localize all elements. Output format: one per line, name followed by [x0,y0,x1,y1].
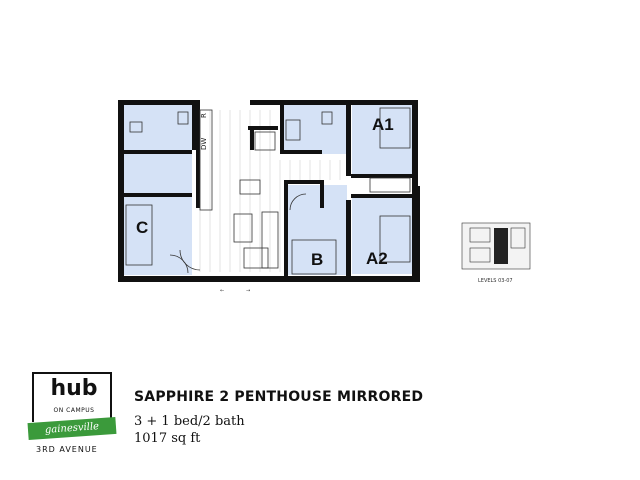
unit-beds-baths: 3 + 1 bed/2 bath [134,414,245,429]
floor-plan-diagram: ← → R DW A1 A2 B C LEVELS 03-07 [118,100,531,294]
door-swing-c [169,254,189,274]
logo-tagline: ON CAMPUS [53,407,95,414]
hub-logo: hub ON CAMPUS gainesville 3RD AVENUE [27,372,120,454]
walls [118,100,420,282]
sink-left [129,121,143,133]
room-label-a1: A1 [372,115,394,134]
oven [254,131,276,151]
logo-wordmark: hub [50,376,98,401]
kitchen-counter [199,109,213,211]
unit-area: 1017 sq ft [134,431,201,446]
arrow-left-icon: ← [220,288,224,294]
bed-a1 [379,107,411,149]
logo-frame: hub ON CAMPUS [32,372,112,422]
bedroom-b-fill [285,185,347,275]
refrigerator-label: R [200,113,208,118]
logo-street: 3RD AVENUE [36,445,98,454]
dishwasher-label: DW [200,138,208,150]
wardrobe-a1 [369,177,411,193]
bedroom-a2-fill [352,196,414,274]
door-swing-b [289,193,307,211]
sofa [261,211,279,269]
furniture [125,107,411,275]
room-label-a2: A2 [366,249,388,268]
bathroom-left-fill [126,104,190,152]
room-label-b: B [311,250,323,269]
tv-console [243,247,269,269]
toilet-right [321,111,333,125]
tub-right [285,119,301,141]
bed-c [125,204,153,266]
bed-a2 [379,215,411,263]
unit-name: SAPPHIRE 2 PENTHOUSE MIRRORED [134,389,424,405]
bedroom-a1-fill [352,104,414,176]
dining-table [239,179,261,195]
key-plan: LEVELS 03-07 [461,222,531,284]
bathroom-right-fill [283,104,349,154]
coffee-table [233,213,253,243]
room-label-c: C [136,218,148,237]
key-plan-levels: LEVELS 03-07 [478,278,513,284]
toilet-left [177,111,189,125]
bed-b [291,239,337,275]
arrow-right-icon: → [246,288,250,294]
